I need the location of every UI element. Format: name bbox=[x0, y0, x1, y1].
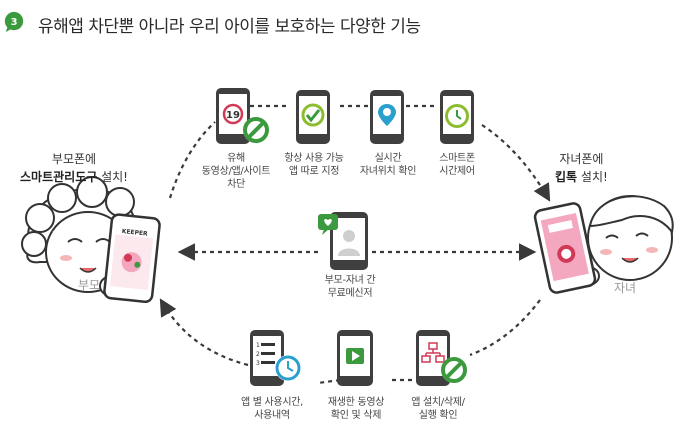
check-icon bbox=[301, 103, 325, 127]
caption-line: 무료메신저 bbox=[327, 288, 373, 299]
child-label-suffix: 설치! bbox=[577, 170, 608, 184]
play-icon bbox=[346, 348, 364, 364]
caption-line: 앱 설치/삭제/ bbox=[411, 397, 465, 408]
location-pin-icon bbox=[378, 104, 396, 126]
phone-harmful-block: 19 bbox=[216, 88, 269, 144]
list-clock-icon bbox=[275, 355, 301, 381]
caption-line: 차단 bbox=[227, 179, 245, 190]
child-app-name: 킵톡 bbox=[555, 170, 578, 184]
caption-location: 실시간 자녀위치 확인 bbox=[352, 152, 424, 178]
caption-line: 앱 별 사용시간, bbox=[240, 397, 304, 408]
caption-line: 확인 및 삭제 bbox=[330, 410, 382, 421]
block-icon bbox=[243, 117, 269, 143]
caption-line: 실행 확인 bbox=[418, 410, 458, 421]
caption-line: 항상 사용 가능 bbox=[284, 153, 344, 164]
caption-line: 실시간 bbox=[374, 153, 402, 164]
svg-text:2: 2 bbox=[256, 351, 260, 358]
caption-line: 동영상/앱/사이트 bbox=[201, 166, 271, 177]
parent-install-label: 부모폰에 스마트관리도구 설치! bbox=[20, 150, 128, 186]
parent-phone: KEEPER bbox=[103, 213, 161, 304]
caption-time-control: 스마트폰 시간제어 bbox=[424, 152, 490, 178]
caption-line: 부모-자녀 간 bbox=[324, 275, 376, 286]
phone-usage-history: 1 2 3 bbox=[250, 330, 301, 386]
caption-app-install: 앱 설치/삭제/ 실행 확인 bbox=[396, 396, 480, 422]
svg-text:3: 3 bbox=[10, 17, 17, 28]
child-label-line1: 자녀폰에 bbox=[559, 152, 604, 166]
svg-text:1: 1 bbox=[256, 342, 260, 349]
caption-line: 시간제어 bbox=[439, 166, 475, 177]
caption-harmful-block: 유해 동영상/앱/사이트 차단 bbox=[196, 152, 276, 191]
header: 3 유해앱 차단뿐 아니라 우리 아이를 보호하는 다양한 기능 bbox=[0, 0, 678, 46]
caption-line: 유해 bbox=[227, 153, 245, 164]
phone-location bbox=[370, 90, 404, 144]
parent-label-line2: 스마트관리도구 설치! bbox=[20, 168, 128, 186]
page-title: 유해앱 차단뿐 아니라 우리 아이를 보호하는 다양한 기능 bbox=[38, 17, 421, 37]
parent-label-line1: 부모폰에 bbox=[51, 152, 97, 166]
parent-label-suffix: 설치! bbox=[97, 170, 128, 184]
child-label-line2: 킵톡 설치! bbox=[555, 168, 608, 186]
phone-video-history bbox=[337, 330, 373, 386]
child-phone bbox=[533, 202, 597, 294]
caption-line: 자녀위치 확인 bbox=[359, 166, 417, 177]
svg-text:KEEPER: KEEPER bbox=[121, 228, 148, 238]
phone-messenger bbox=[318, 212, 368, 270]
caption-messenger: 부모-자녀 간 무료메신저 bbox=[310, 274, 390, 300]
caption-video-history: 재생한 동영상 확인 및 삭제 bbox=[316, 396, 396, 422]
caption-allowed-apps: 항상 사용 가능 앱 따로 지정 bbox=[276, 152, 352, 178]
parent-tag: 부모 bbox=[78, 278, 101, 292]
message-heart-icon bbox=[318, 214, 338, 235]
phone-app-install bbox=[416, 330, 467, 386]
child-install-label: 자녀폰에 킵톡 설치! bbox=[555, 150, 608, 186]
svg-text:3: 3 bbox=[256, 360, 260, 367]
child-tag: 자녀 bbox=[614, 281, 637, 295]
caption-line: 앱 따로 지정 bbox=[288, 166, 340, 177]
phone-allowed-apps bbox=[296, 90, 330, 144]
step-badge: 3 bbox=[4, 11, 24, 33]
clock-icon bbox=[445, 104, 469, 128]
app-block-icon bbox=[441, 357, 467, 383]
parent-app-name: 스마트관리도구 bbox=[20, 170, 98, 184]
caption-line: 스마트폰 bbox=[439, 153, 475, 164]
caption-line: 사용내역 bbox=[254, 410, 290, 421]
caption-line: 재생한 동영상 bbox=[327, 397, 385, 408]
phone-time-control bbox=[440, 90, 474, 144]
svg-text:19: 19 bbox=[226, 110, 240, 121]
caption-usage-history: 앱 별 사용시간, 사용내역 bbox=[230, 396, 314, 422]
flow-arrows bbox=[159, 104, 551, 385]
